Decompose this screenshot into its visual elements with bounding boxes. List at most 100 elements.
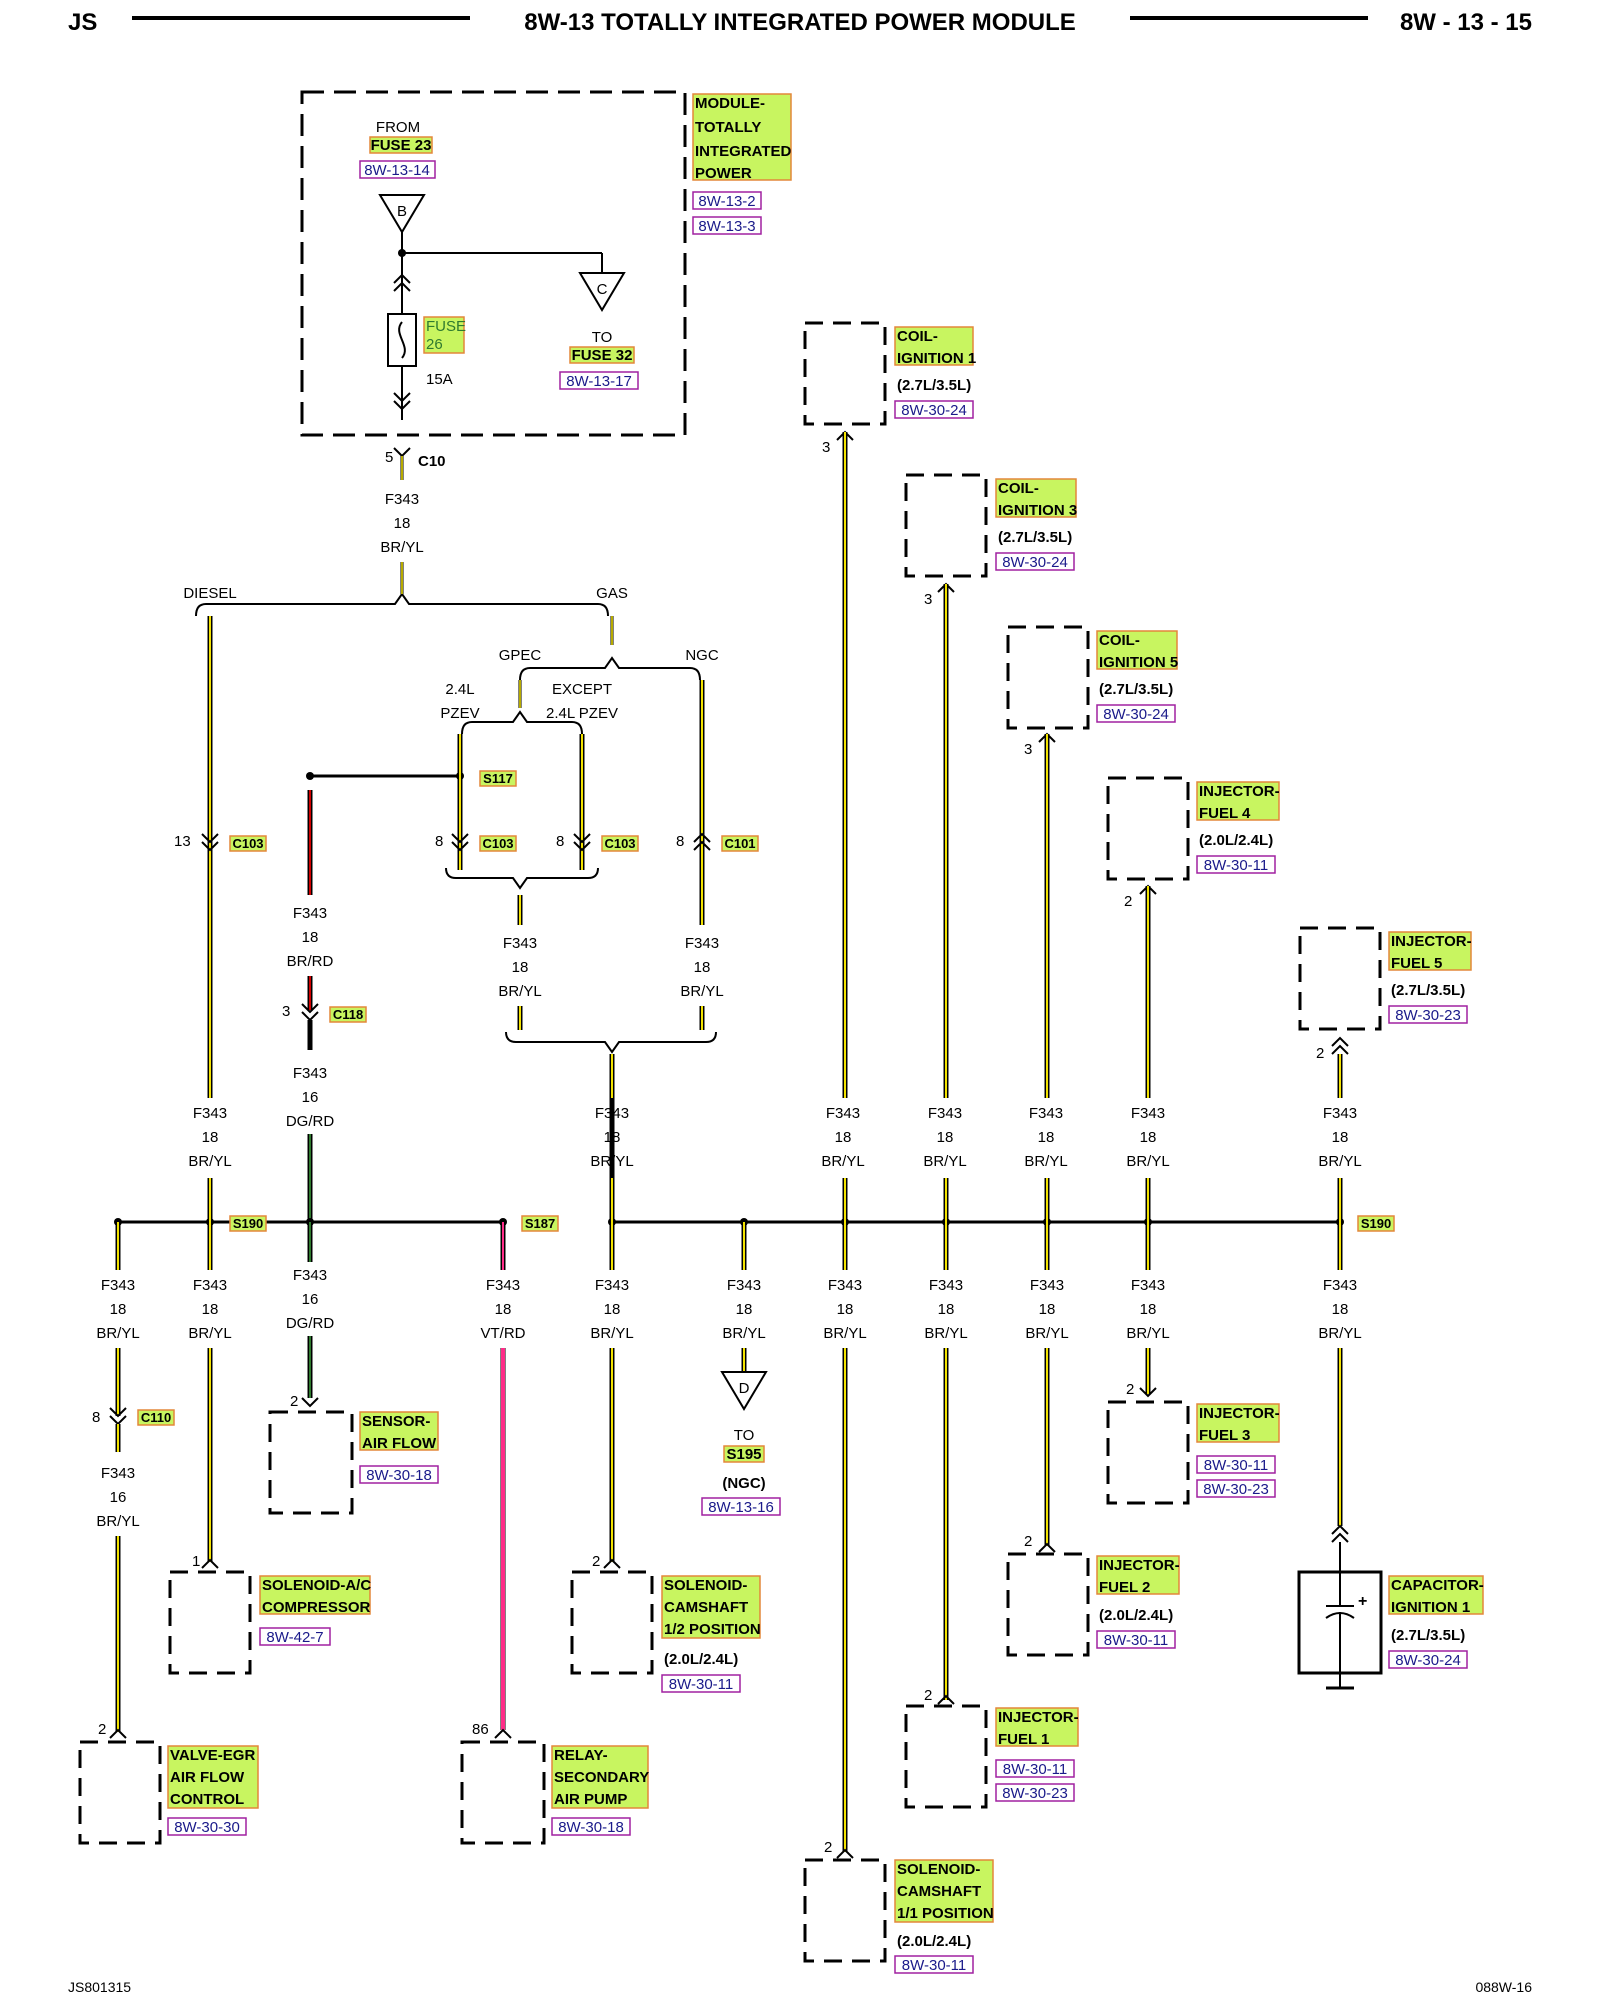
inj1-ref-1[interactable]: 8W-30-11 — [1003, 1761, 1067, 1778]
inj4-ref-box[interactable] — [1196, 855, 1276, 874]
coil5-label-2: IGNITION 5 — [1099, 654, 1178, 671]
wire-gpec-color: BR/YL — [498, 983, 541, 1000]
cap-ref-box[interactable] — [1388, 1650, 1468, 1669]
egr-box[interactable] — [78, 1740, 162, 1845]
wire-dn-310-gauge: 16 — [302, 1291, 319, 1308]
relay-ref-box[interactable] — [551, 1817, 631, 1836]
c101-label: C101 — [724, 836, 755, 851]
fuse26-element — [398, 321, 406, 359]
fuse23-ref[interactable]: 8W-13-14 — [364, 162, 430, 179]
relay-label-2: SECONDARY — [554, 1769, 649, 1786]
cam11-box[interactable] — [803, 1858, 887, 1963]
inj1-ref-2[interactable]: 8W-30-23 — [1002, 1785, 1068, 1802]
fuse32-ref-box[interactable] — [559, 371, 639, 390]
footer-right: 088W-16 — [1475, 1979, 1532, 1995]
maf-ref-box[interactable] — [359, 1465, 439, 1484]
pzev-join-bracket — [445, 867, 599, 890]
maf-label-1: SENSOR- — [362, 1413, 430, 1430]
coil1-ref-box[interactable] — [894, 400, 974, 419]
ac-ref-box[interactable] — [259, 1627, 331, 1646]
coil3-ref-box[interactable] — [995, 552, 1075, 571]
inj1-ref-2-box[interactable] — [995, 1783, 1075, 1802]
ac-box[interactable] — [168, 1570, 252, 1675]
s195-ref[interactable]: 8W-13-16 — [708, 1499, 774, 1516]
maf-box[interactable] — [268, 1410, 354, 1515]
relay-ref[interactable]: 8W-30-18 — [558, 1819, 624, 1836]
cap-label-2: IGNITION 1 — [1391, 1599, 1470, 1616]
inj1-highlight — [995, 1707, 1079, 1747]
inj1-box[interactable] — [904, 1704, 988, 1809]
wire-up-1340-circuit: F343 — [1323, 1105, 1357, 1122]
coil5-ref[interactable]: 8W-30-24 — [1103, 706, 1169, 723]
wire-up-843-color: BR/YL — [821, 1153, 864, 1170]
coil3-label-1: COIL- — [998, 480, 1039, 497]
c118-pin: 3 — [282, 1003, 290, 1020]
inj3-box[interactable] — [1106, 1400, 1190, 1505]
fuse32-ref[interactable]: 8W-13-17 — [566, 373, 632, 390]
inj5-ref-box[interactable] — [1388, 1005, 1468, 1024]
wire-dn-310-circuit: F343 — [293, 1267, 327, 1284]
coil3-ref[interactable]: 8W-30-24 — [1002, 554, 1068, 571]
cam12-pin: 2 — [592, 1553, 600, 1570]
inj2-box[interactable] — [1006, 1552, 1090, 1657]
coil1-ref[interactable]: 8W-30-24 — [901, 402, 967, 419]
coil1-label-2: IGNITION 1 — [897, 350, 976, 367]
inj5-ref[interactable]: 8W-30-23 — [1395, 1007, 1461, 1024]
coil5-ref-box[interactable] — [1096, 704, 1176, 723]
tipm-ref-2-box[interactable] — [692, 216, 762, 235]
wire-brrd-circuit: F343 — [293, 905, 327, 922]
inj2-ref-box[interactable] — [1096, 1630, 1176, 1649]
tipm-ref-2[interactable]: 8W-13-3 — [698, 218, 755, 235]
wire-dn-612-color: BR/YL — [590, 1325, 633, 1342]
inj3-ref-2-box[interactable] — [1196, 1479, 1276, 1498]
cam12-box[interactable] — [570, 1570, 654, 1675]
inj3-ref-1[interactable]: 8W-30-11 — [1204, 1457, 1268, 1474]
inj1-ref-1-box[interactable] — [995, 1759, 1075, 1778]
pzev-bracket — [461, 710, 583, 735]
wire-egr-gauge: 16 — [110, 1489, 127, 1506]
wire-up-945-gauge: 18 — [937, 1129, 954, 1146]
coil3-box[interactable] — [904, 473, 988, 578]
branch-stubs-to-bus — [842, 1178, 1343, 1222]
cam12-label-1: SOLENOID- — [664, 1577, 747, 1594]
cam11-ref-box[interactable] — [894, 1955, 974, 1974]
cam12-ref-box[interactable] — [661, 1674, 741, 1693]
ac-ref[interactable]: 8W-42-7 — [266, 1629, 323, 1646]
upper-wire-labels: F343 18 BR/YL F343 18 BR/YL F343 18 BR/Y… — [188, 1105, 1361, 1170]
c10-connector — [393, 447, 411, 458]
egr-ref[interactable]: 8W-30-30 — [174, 1819, 240, 1836]
tipm-ref-1-box[interactable] — [692, 191, 762, 210]
c103-b-connector — [451, 833, 469, 852]
cap-ref[interactable]: 8W-30-24 — [1395, 1652, 1461, 1669]
inj2-ref[interactable]: 8W-30-11 — [1104, 1632, 1168, 1649]
inj3-ref-1-box[interactable] — [1196, 1455, 1276, 1474]
maf-highlight — [359, 1411, 439, 1451]
relay-box[interactable] — [460, 1740, 546, 1845]
inj4-ref[interactable]: 8W-30-11 — [1204, 857, 1268, 874]
inj5-box[interactable] — [1298, 926, 1382, 1031]
pin-b-triangle — [378, 194, 426, 234]
wire-dn-310-color: DG/RD — [286, 1315, 335, 1332]
inj4-box[interactable] — [1106, 776, 1190, 881]
s195-pin: D — [739, 1380, 750, 1397]
cam11-ref[interactable]: 8W-30-11 — [902, 1957, 966, 1974]
c103-c-highlight — [601, 835, 639, 852]
inj3-ref-2[interactable]: 8W-30-23 — [1203, 1481, 1269, 1498]
wire-up-843-gauge: 18 — [835, 1129, 852, 1146]
coil5-box[interactable] — [1006, 625, 1090, 730]
fuse23-ref-box[interactable] — [359, 160, 436, 179]
coil1-highlight — [894, 326, 974, 366]
cam12-ref[interactable]: 8W-30-11 — [669, 1676, 733, 1693]
wire-up-210-color: BR/YL — [188, 1153, 231, 1170]
s195-ref-box[interactable] — [701, 1497, 781, 1516]
coil1-box[interactable] — [803, 321, 887, 426]
egr-pin: 2 — [98, 1721, 106, 1738]
tipm-ref-1[interactable]: 8W-13-2 — [698, 193, 755, 210]
maf-label-2: AIR FLOW — [362, 1435, 437, 1452]
inj2-label-2: FUEL 2 — [1099, 1579, 1150, 1596]
maf-ref[interactable]: 8W-30-18 — [366, 1467, 432, 1484]
cam11-label-1: SOLENOID- — [897, 1861, 980, 1878]
s187-highlight — [521, 1215, 559, 1232]
egr-ref-box[interactable] — [167, 1817, 247, 1836]
